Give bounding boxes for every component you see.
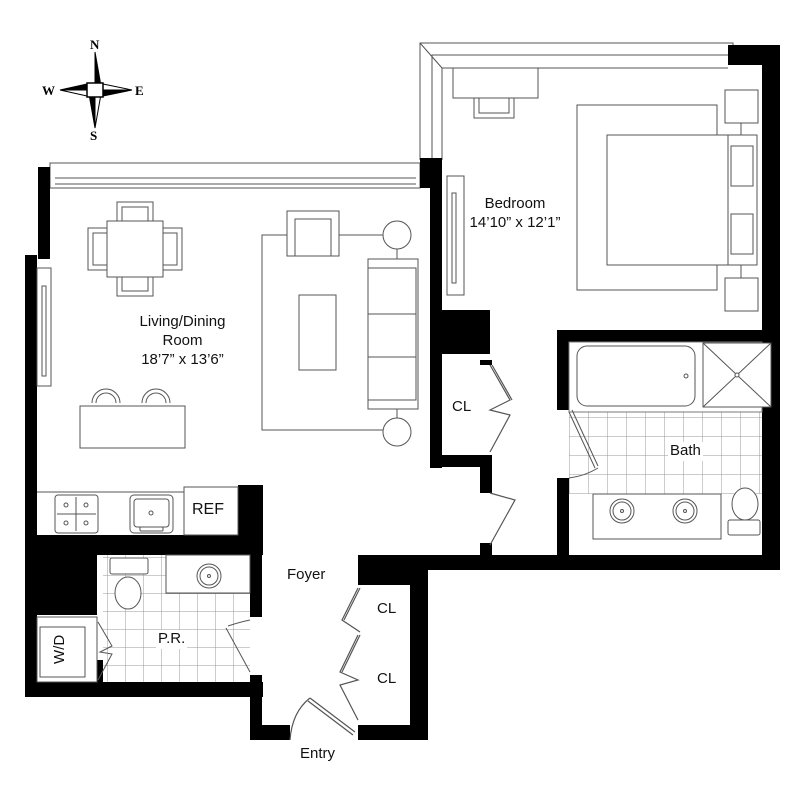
closet-foyer-1-label: CL	[377, 600, 397, 617]
refrigerator-label: REF	[192, 501, 224, 518]
closet-foyer-2-label: CL	[377, 670, 397, 687]
compass-west-label: W	[42, 83, 55, 98]
closet-doors	[339, 364, 516, 721]
entry-label: Entry	[300, 745, 336, 762]
kitchen-island	[79, 388, 186, 449]
living-label: Living/Dining Room 18’7” x 13’6”	[115, 313, 250, 369]
walls	[25, 45, 780, 740]
closet-bedroom-label: CL	[452, 398, 472, 415]
foyer-label: Foyer	[287, 566, 326, 583]
living-name-room: Room	[162, 331, 203, 349]
powder-room-label: P.R.	[156, 630, 188, 649]
dining-table	[87, 201, 183, 297]
bath-label: Bath	[668, 442, 703, 461]
tv-console	[36, 267, 52, 387]
powder-room	[36, 554, 251, 683]
bedroom-furniture	[446, 67, 759, 312]
bedroom-dimensions: 14’10” x 12’1”	[469, 213, 561, 231]
living-dimensions: 18’7” x 13’6”	[141, 350, 224, 368]
compass-north-label: N	[90, 37, 100, 52]
compass-icon	[59, 51, 133, 129]
bath-room	[568, 341, 772, 540]
washer-dryer-label: W/D	[51, 634, 69, 664]
kitchen-counter	[37, 486, 239, 536]
living-name: Living/Dining	[139, 313, 226, 330]
bedroom-name: Bedroom	[484, 195, 546, 212]
compass-south-label: S	[90, 128, 98, 143]
window-living	[49, 162, 421, 189]
living-rug-sofa	[261, 210, 419, 447]
bedroom-label: Bedroom 14’10” x 12’1”	[460, 195, 570, 233]
compass-east-label: E	[135, 83, 144, 98]
entry-door	[289, 697, 356, 741]
